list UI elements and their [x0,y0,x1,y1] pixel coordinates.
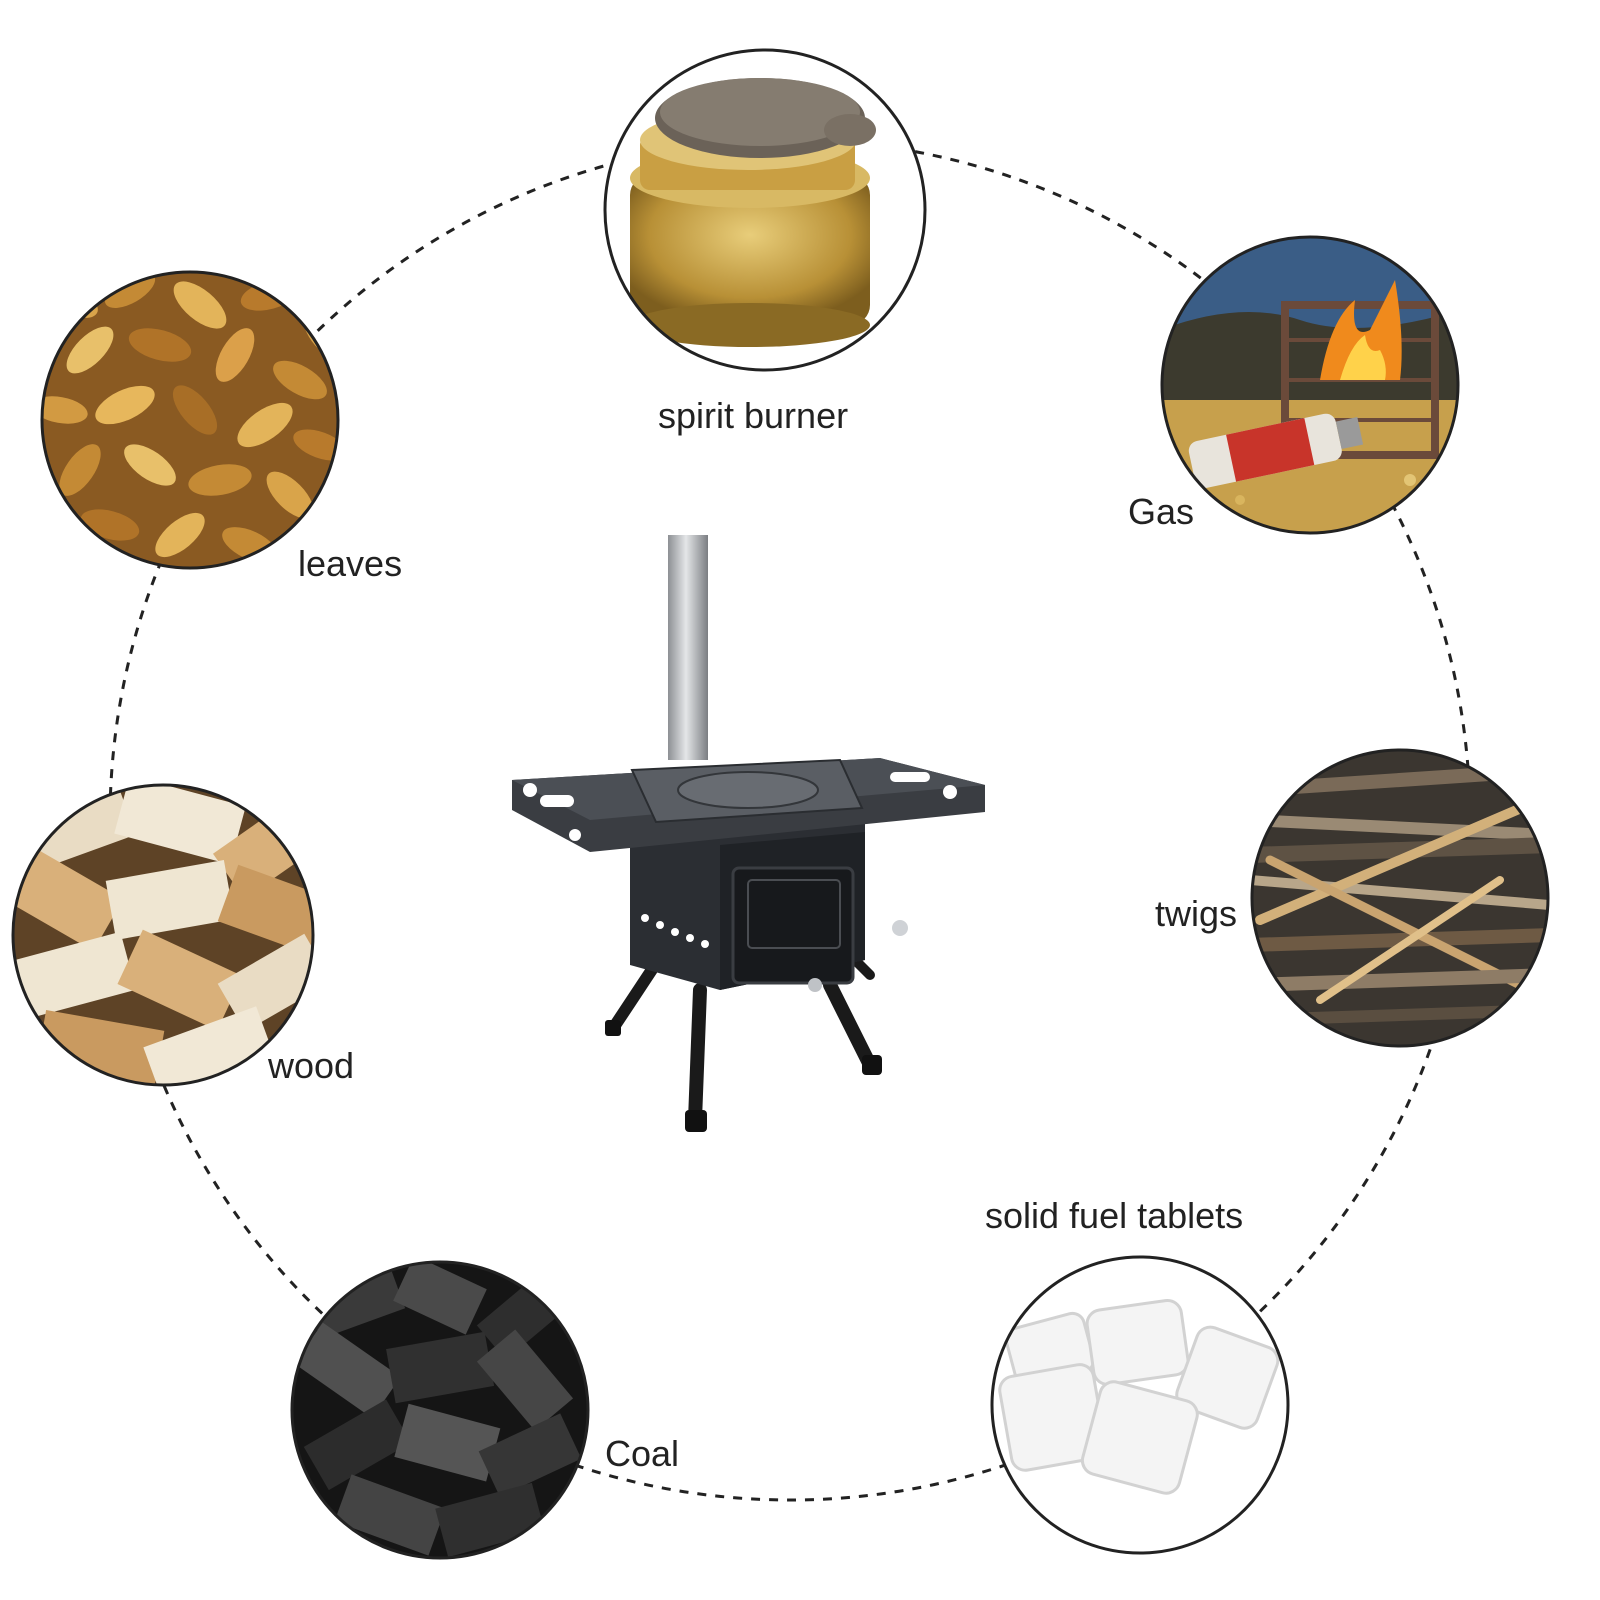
label-coal: Coal [605,1433,680,1474]
label-twigs: twigs [1155,893,1238,934]
coal-image [290,1260,590,1560]
label-spirit-burner: spirit burner [658,395,849,436]
solid-fuel-tablets-image [990,1255,1290,1555]
label-wood: wood [268,1045,355,1086]
spirit-burner-image [603,48,927,372]
gas-image [1160,235,1460,535]
leaves-image [40,270,340,570]
label-solid-fuel-tablets: solid fuel tablets [985,1195,1244,1236]
label-leaves: leaves [298,543,403,584]
tent-stove-image [512,535,985,1132]
twigs-image [1250,748,1550,1048]
wood-image [11,783,315,1087]
label-gas: Gas [1128,491,1195,532]
